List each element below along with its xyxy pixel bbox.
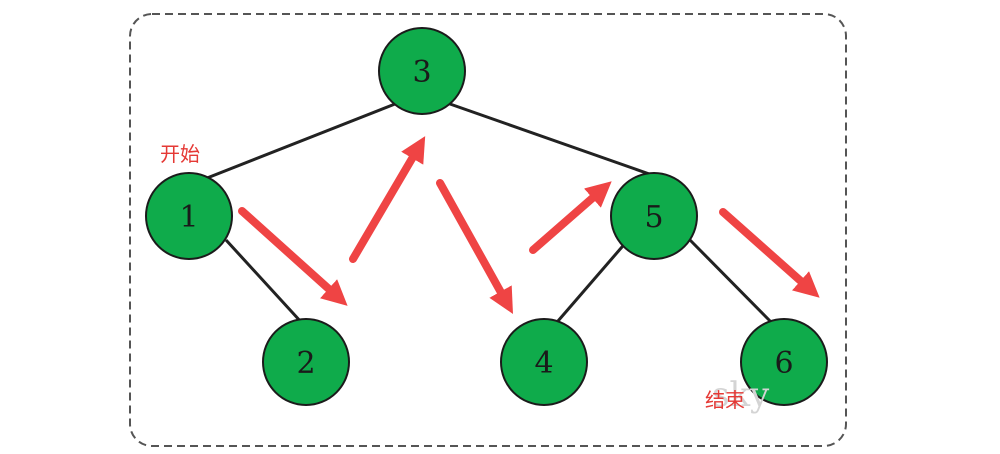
- node-label: 6: [774, 346, 793, 381]
- node-circle: [500, 318, 588, 406]
- tree-node-3: 3: [378, 27, 466, 115]
- tree-edge-n3-n5: [449, 102, 656, 178]
- tree-edges: [201, 102, 774, 325]
- tree-edge-n1-n2: [224, 238, 304, 325]
- tree-node-2: 2: [262, 318, 350, 406]
- tree-nodes: 3 1 5 2 4 6: [145, 27, 828, 406]
- node-label: 4: [534, 346, 553, 381]
- traversal-arrows: [238, 136, 820, 314]
- end-label: 结束: [705, 388, 745, 412]
- tree-node-5: 5: [610, 172, 698, 260]
- diagram-frame: [129, 13, 847, 447]
- node-label: 1: [179, 200, 198, 235]
- tree-node-1: 1: [145, 172, 233, 260]
- tree-edge-n5-n6: [688, 238, 774, 325]
- node-circle: [740, 318, 828, 406]
- watermark: sky: [712, 375, 770, 415]
- tree-edge-n5-n4: [556, 239, 630, 322]
- tree-edge-n3-n1: [201, 102, 396, 182]
- tree-node-4: 4: [500, 318, 588, 406]
- node-label: 3: [412, 55, 431, 90]
- node-circle: [262, 318, 350, 406]
- node-label: 2: [296, 346, 315, 381]
- node-label: 5: [644, 200, 663, 235]
- traversal-arrow-icon-1-to-2: [238, 207, 348, 306]
- node-circle: [378, 27, 466, 115]
- traversal-arrow-icon-3-to-4: [436, 179, 513, 314]
- tree-node-6: 6: [740, 318, 828, 406]
- node-circle: [610, 172, 698, 260]
- start-label: 开始: [160, 142, 200, 166]
- traversal-arrow-icon-2-to-3: [349, 136, 426, 263]
- node-circle: [145, 172, 233, 260]
- traversal-arrow-icon-4-to-5: [529, 181, 612, 254]
- traversal-arrow-icon-5-to-6: [719, 208, 820, 298]
